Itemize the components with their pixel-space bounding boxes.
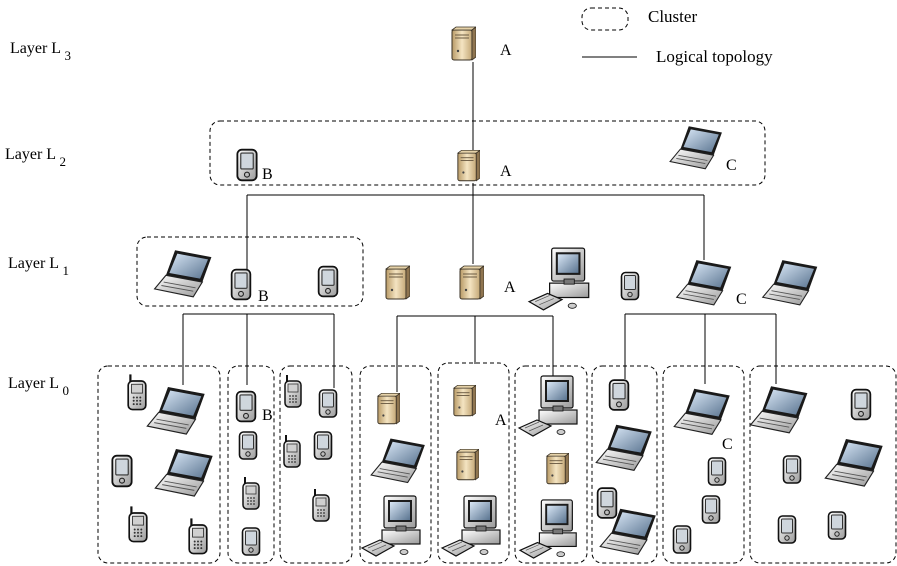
cluster-l2 (209, 120, 766, 186)
desktop-icon (519, 499, 577, 559)
cellphone-icon (188, 517, 208, 555)
desktop-icon (518, 375, 578, 437)
cluster-l0-2 (227, 365, 275, 564)
pda-icon (238, 431, 258, 460)
cellphone-icon (128, 505, 148, 543)
pda-icon (620, 271, 640, 301)
layer-l0-label: Layer L 0 (8, 375, 69, 398)
laptop-icon (154, 249, 212, 298)
pda-icon (701, 495, 721, 524)
pda-icon (782, 455, 802, 484)
node-label-l2-a: A (500, 163, 512, 180)
legend-topology-label: Logical topology (656, 47, 773, 66)
laptop-icon (824, 438, 884, 487)
pda-icon (596, 487, 618, 519)
legend: Cluster Logical topology (581, 7, 773, 66)
server-icon (451, 26, 476, 61)
cellphone-icon (311, 487, 331, 523)
node-label-l1-c: C (736, 291, 747, 308)
cluster-l0-4 (359, 365, 432, 564)
pda-icon (608, 379, 630, 411)
server-icon (453, 384, 476, 417)
laptop-icon (595, 424, 653, 471)
pda-icon (707, 457, 727, 486)
server-icon (456, 448, 479, 481)
cluster-l0-6 (514, 365, 588, 564)
node-label-l3-a: A (500, 42, 512, 59)
desktop-icon (361, 495, 421, 557)
server-icon (546, 452, 569, 485)
cluster-l1-b (136, 236, 364, 307)
pda-icon (777, 515, 797, 544)
node-label-l0-a: A (495, 412, 507, 429)
pda-icon (313, 431, 333, 460)
server-icon (377, 392, 400, 425)
layer-l2-label: Layer L 2 (5, 146, 66, 169)
laptop-icon (762, 259, 818, 306)
clusters (97, 120, 897, 564)
node-label-l1-b: B (258, 288, 269, 305)
pda-icon (111, 454, 133, 488)
topology-lines (182, 62, 777, 392)
pda-icon (318, 389, 338, 418)
legend-cluster-swatch (581, 7, 629, 31)
layer-labels: Layer L 3 Layer L 2 Layer L 1 Layer L 0 (5, 40, 71, 398)
cluster-l0-9 (749, 365, 897, 564)
cluster-l0-1 (97, 365, 221, 564)
pda-icon (827, 511, 847, 540)
desktop-icon (441, 495, 501, 557)
legend-cluster-label: Cluster (648, 7, 697, 26)
server-icon (457, 149, 480, 182)
laptop-icon (750, 385, 808, 434)
cluster-l0-8 (662, 365, 745, 564)
layer-l1-label: Layer L 1 (8, 255, 69, 278)
node-label-l1-a: A (504, 279, 516, 296)
laptop-icon (146, 386, 206, 435)
node-label-l2-b: B (262, 166, 273, 183)
laptop-icon (673, 388, 731, 435)
node-label-l0-b: B (262, 407, 273, 424)
pda-icon (230, 268, 252, 301)
pda-icon (235, 390, 257, 423)
pda-icon (236, 148, 258, 182)
server-icon (385, 265, 410, 300)
pda-icon (317, 265, 339, 298)
cellphone-icon (282, 433, 302, 469)
laptop-icon (370, 437, 426, 484)
layer-l3-label: Layer L 3 (10, 40, 71, 63)
cluster-l0-3 (279, 365, 353, 564)
pda-icon (241, 527, 261, 556)
cluster-l0-5 (437, 362, 510, 564)
cellphone-icon (241, 475, 261, 511)
server-icon (459, 265, 484, 300)
cellphone-icon (283, 373, 303, 409)
laptop-icon (669, 125, 723, 170)
laptop-icon (676, 259, 732, 306)
cellphone-icon (127, 373, 147, 411)
desktop-icon (528, 247, 590, 311)
pda-icon (850, 388, 872, 421)
laptop-icon (154, 448, 214, 497)
pda-icon (672, 525, 692, 554)
node-label-l2-c: C (726, 157, 737, 174)
node-label-l0-c: C (722, 436, 733, 453)
